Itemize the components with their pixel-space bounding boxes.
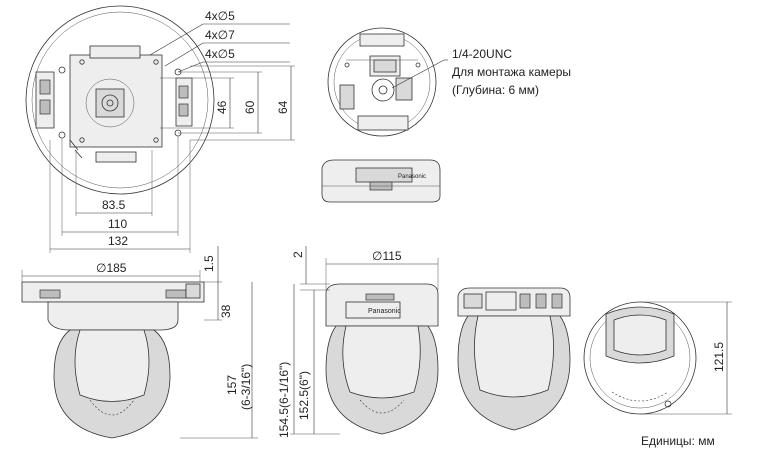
horizontal-dimensions-base: 83.5 110 132 xyxy=(49,136,191,253)
camera-side-view-small: Panasonic xyxy=(321,159,441,203)
dimension-185: ∅185 xyxy=(96,261,127,275)
dimension-157-inches: (6-3/16") xyxy=(239,364,253,410)
dimension-121-5: 121.5 xyxy=(712,342,726,372)
camera-front-view: Panasonic xyxy=(325,283,439,435)
dimension-64: 64 xyxy=(276,100,290,114)
dimension-top-view: 121.5 xyxy=(640,301,732,415)
dimension-115: ∅115 xyxy=(372,249,402,263)
brand-badge-front: Panasonic xyxy=(368,308,401,315)
hole-callout-bottom: 4x∅5 xyxy=(205,47,235,61)
dimensions-side-mounted: ∅185 1.5 38 157 (6-3/16") xyxy=(21,246,258,439)
base-bottom-view xyxy=(25,5,215,195)
camera-side-view xyxy=(457,287,571,431)
dimension-2: 2 xyxy=(291,251,305,258)
mount-note-label: Для монтажа камеры xyxy=(452,65,571,79)
dimension-154-5: 154.5(6-1/16") xyxy=(277,362,291,438)
camera-top-view xyxy=(583,301,697,415)
hole-callouts: 4x∅5 4x∅7 4x∅5 xyxy=(149,9,290,73)
dimension-1-5: 1.5 xyxy=(202,255,216,272)
brand-badge-small: Panasonic xyxy=(398,174,426,180)
mount-annotation: 1/4-20UNC Для монтажа камеры (Глубина: 6… xyxy=(452,47,571,97)
vertical-dimensions-base: 46 60 64 xyxy=(160,65,295,141)
dimension-83-5: 83.5 xyxy=(102,198,126,212)
dimension-38: 38 xyxy=(219,304,233,318)
dimension-152-5: 152.5(6") xyxy=(297,371,311,420)
camera-side-view-mounted xyxy=(21,281,205,439)
dimensions-front-view: ∅115 2 154.5(6-1/16") 152.5(6") xyxy=(277,246,439,438)
dimension-60: 60 xyxy=(243,100,257,114)
hole-callout-top: 4x∅5 xyxy=(205,9,235,23)
mount-thread-label: 1/4-20UNC xyxy=(452,47,512,61)
camera-bottom-view xyxy=(327,27,448,137)
dimension-132: 132 xyxy=(108,234,128,248)
dimension-157: 157 xyxy=(225,375,239,395)
hole-callout-middle: 4x∅7 xyxy=(205,28,235,42)
dimension-110: 110 xyxy=(108,217,127,231)
dimension-46: 46 xyxy=(215,100,229,114)
mount-depth-label: (Глубина: 6 мм) xyxy=(452,83,539,97)
units-label: Единицы: мм xyxy=(641,434,715,448)
